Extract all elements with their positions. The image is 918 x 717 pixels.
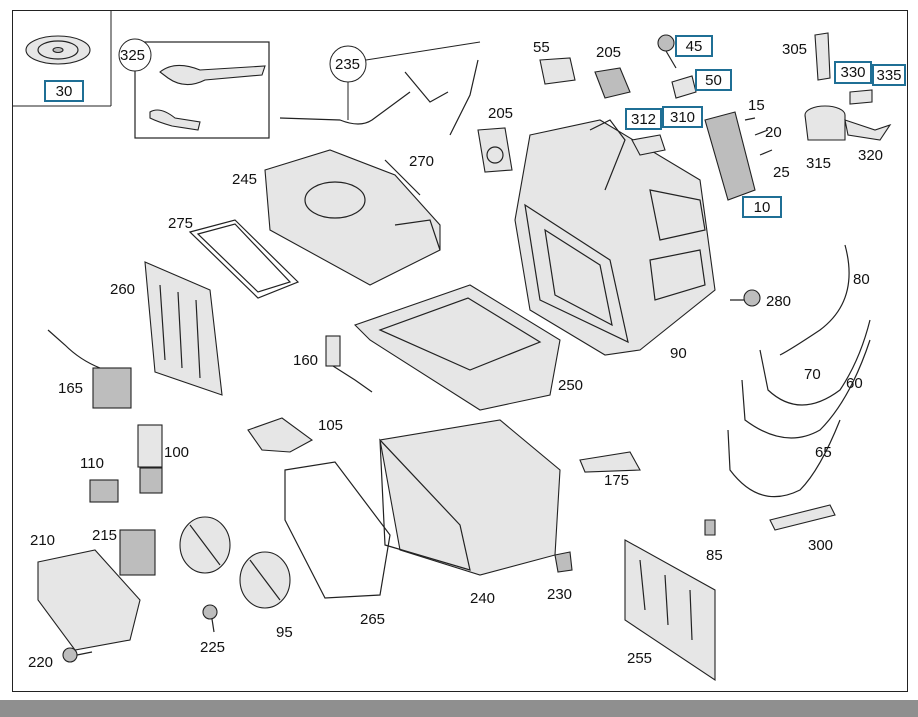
- cd-inset: [12, 10, 112, 107]
- part-100-base: [139, 467, 163, 494]
- part-265: [144, 261, 223, 396]
- callout-60: 60: [846, 375, 863, 392]
- callout-270: 265: [360, 611, 386, 628]
- callout-305: 300: [808, 537, 834, 554]
- part-275: [384, 159, 421, 196]
- part-165: [47, 329, 132, 409]
- part-260: [624, 539, 716, 682]
- callout-25: 25: [773, 164, 790, 181]
- part-175: [579, 451, 641, 473]
- part-315: [814, 32, 831, 81]
- part-85: [704, 519, 716, 536]
- callout-100: 100: [164, 444, 190, 461]
- callout-275: 270: [409, 153, 435, 170]
- callout-110: 110: [80, 455, 104, 472]
- part-10-actuator: [704, 111, 773, 201]
- callout-65: 65: [815, 444, 832, 461]
- callout-215: 215: [92, 527, 118, 544]
- part-330: [849, 89, 873, 105]
- callout-160: 160: [293, 352, 319, 369]
- callout-80: 80: [853, 271, 870, 288]
- part-240: [264, 149, 441, 286]
- part-220: [62, 647, 78, 663]
- part-205-b: [594, 67, 631, 99]
- part-270: [284, 461, 391, 599]
- callout-205-b: 205: [596, 44, 622, 61]
- part-60: [741, 339, 871, 439]
- callout-220: 220: [28, 654, 54, 671]
- callout-85: 85: [706, 547, 723, 564]
- part-80: [779, 244, 850, 356]
- callout-250: 235: [335, 56, 361, 73]
- part-250-rods: [279, 41, 481, 136]
- part-45: [657, 34, 675, 52]
- part-95-blower: [179, 516, 291, 609]
- part-225: [202, 604, 218, 620]
- callout-255: 325: [120, 47, 146, 64]
- callout-240: 245: [232, 171, 258, 188]
- callout-280: 275: [168, 215, 194, 232]
- callout-260: 255: [627, 650, 653, 667]
- callout-225: 225: [200, 639, 226, 656]
- bottom-scrollbar[interactable]: [0, 700, 918, 717]
- part-65: [727, 419, 841, 498]
- highlight-45[interactable]: 45: [675, 35, 713, 57]
- callout-325: 320: [858, 147, 884, 164]
- callout-95: 95: [276, 624, 293, 641]
- callout-70: 70: [804, 366, 821, 383]
- part-280: [188, 219, 300, 299]
- callout-175: 175: [604, 472, 630, 489]
- callout-205-a: 205: [488, 105, 514, 122]
- part-160: [325, 335, 373, 393]
- callout-300: 280: [766, 293, 792, 310]
- part-235: [379, 419, 561, 576]
- part-215: [119, 529, 156, 576]
- part-210: [37, 549, 141, 651]
- part-100: [137, 424, 163, 468]
- callout-245: 250: [558, 377, 584, 394]
- part-70: [759, 319, 871, 406]
- part-245: [353, 284, 561, 411]
- part-305: [769, 504, 836, 531]
- part-105: [247, 417, 314, 453]
- part-55: [539, 57, 576, 85]
- part-50: [671, 75, 697, 99]
- callout-210: 210: [30, 532, 56, 549]
- callout-55: 55: [533, 39, 550, 56]
- highlight-310[interactable]: 310: [662, 106, 703, 128]
- callout-20: 20: [765, 124, 782, 141]
- callout-235: 240: [470, 590, 496, 607]
- part-205-a: [477, 127, 513, 173]
- highlight-330[interactable]: 330: [834, 61, 872, 84]
- callout-105: 105: [318, 417, 344, 434]
- callout-165: 165: [58, 380, 84, 397]
- part-255-levers: [118, 38, 270, 139]
- highlight-312[interactable]: 312: [625, 108, 662, 130]
- highlight-30[interactable]: 30: [44, 80, 84, 102]
- highlight-50[interactable]: 50: [695, 69, 732, 91]
- part-90-main-housing: [514, 119, 716, 356]
- part-312-310: [631, 134, 666, 156]
- callout-90: 90: [670, 345, 687, 362]
- callout-320: 315: [806, 155, 832, 172]
- callout-230: 230: [547, 586, 573, 603]
- highlight-10[interactable]: 10: [742, 196, 782, 218]
- part-280-inner: [196, 223, 292, 293]
- callout-265: 260: [110, 281, 136, 298]
- callout-15: 15: [748, 97, 765, 114]
- part-110: [89, 479, 119, 503]
- highlight-335[interactable]: 335: [872, 64, 906, 86]
- part-230: [554, 551, 573, 573]
- part-325: [844, 119, 892, 141]
- callout-315: 305: [782, 41, 808, 58]
